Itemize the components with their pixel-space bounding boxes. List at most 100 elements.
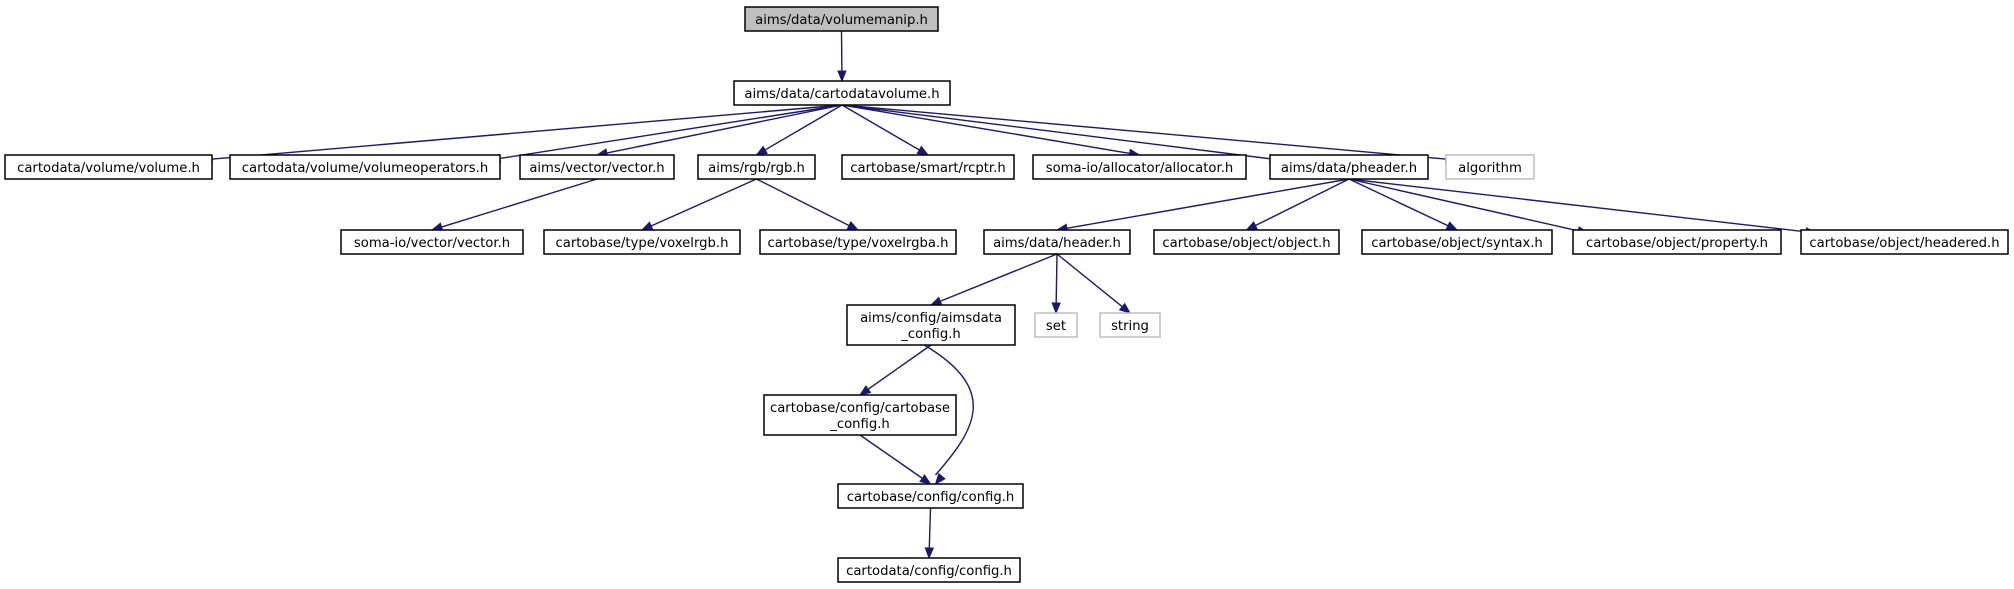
node-somavector[interactable]: soma-io/vector/vector.h	[340, 229, 524, 255]
arrowhead	[755, 145, 768, 156]
node-label: cartobase/object/headered.h	[1809, 236, 1999, 251]
node-aimsvector[interactable]: aims/vector/vector.h	[519, 154, 675, 180]
node-box	[983, 229, 1131, 255]
edge-line	[1348, 178, 1808, 233]
node-label: cartodata/config/config.h	[846, 564, 1012, 579]
node-box	[733, 80, 951, 106]
edge-line	[939, 253, 1058, 303]
node-label: cartodata/volume/volumeoperators.h	[242, 161, 488, 176]
node-syntax[interactable]: cartobase/object/syntax.h	[1361, 229, 1553, 255]
edge-line	[841, 104, 921, 152]
node-label: cartobase/type/voxelrgb.h	[556, 236, 729, 251]
node-property[interactable]: cartobase/object/property.h	[1572, 229, 1782, 255]
node-label: soma-io/vector/vector.h	[354, 236, 510, 251]
node-box	[763, 394, 957, 436]
node-label: cartobase/config/config.h	[847, 490, 1015, 505]
arrowhead	[919, 474, 932, 485]
nodes-layer: aims/data/volumemanip.h aims/data/cartoda…	[4, 6, 2009, 583]
edge-pheader-to-object	[1245, 178, 1350, 231]
edge-line	[763, 104, 843, 152]
edge-cartodatavolume-to-rgb	[755, 104, 843, 156]
node-rgb[interactable]: aims/rgb/rgb.h	[697, 154, 816, 180]
arrowhead	[1445, 221, 1459, 231]
node-box	[519, 154, 675, 180]
edge-line	[923, 344, 974, 476]
node-box	[1361, 229, 1553, 255]
edge-pheader-to-syntax	[1348, 178, 1459, 231]
node-cartodataconfig[interactable]: cartodata/config/config.h	[837, 557, 1021, 583]
edge-line	[928, 507, 932, 550]
arrowhead	[934, 472, 946, 486]
arrowhead	[916, 145, 930, 156]
node-aimsdataconfig[interactable]: aims/config/aimsdata_config.h	[846, 304, 1016, 346]
edge-volumemanip-to-cartodatavolume	[837, 30, 847, 83]
node-label: cartobase/object/property.h	[1586, 236, 1768, 251]
edge-line	[440, 178, 598, 229]
node-box	[697, 154, 816, 180]
node-voxelrgba[interactable]: cartobase/type/voxelrgba.h	[759, 229, 957, 255]
edge-aimsdataconfig-to-config	[923, 344, 974, 486]
node-algorithm: algorithm	[1445, 154, 1535, 180]
node-label: aims/vector/vector.h	[529, 161, 664, 176]
arrowhead	[858, 385, 872, 396]
edge-pheader-to-property	[1348, 178, 1590, 236]
arrowhead	[1245, 221, 1259, 231]
edge-line	[1348, 178, 1580, 232]
edge-line	[1055, 253, 1058, 305]
node-box	[837, 483, 1024, 509]
edge-config-to-cartodataconfig	[924, 507, 935, 560]
edge-header-to-aimsdataconfig	[929, 253, 1058, 306]
edge-pheader-to-headered	[1348, 178, 1818, 237]
edge-cartodatavolume-to-volumeoperators	[488, 104, 843, 164]
node-label: aims/data/header.h	[993, 236, 1121, 251]
arrowhead	[1051, 302, 1061, 315]
node-config[interactable]: cartobase/config/config.h	[837, 483, 1024, 509]
node-string: string	[1099, 312, 1161, 338]
edge-cartodatavolume-to-rcptr	[841, 104, 930, 156]
node-pheader[interactable]: aims/data/pheader.h	[1269, 154, 1429, 180]
node-label: cartobase/object/object.h	[1162, 236, 1330, 251]
edge-line	[1348, 178, 1450, 227]
node-volumemanip[interactable]: aims/data/volumemanip.h	[744, 6, 939, 32]
edge-line	[841, 104, 1448, 160]
arrowhead	[1118, 302, 1132, 314]
node-box	[1445, 154, 1535, 180]
node-label: _config.h	[900, 327, 961, 342]
node-voxelrgb[interactable]: cartobase/type/voxelrgb.h	[543, 229, 741, 255]
edge-rgb-to-voxelrgba	[756, 178, 860, 231]
node-header[interactable]: aims/data/header.h	[983, 229, 1131, 255]
node-box	[1099, 312, 1161, 338]
node-box	[841, 154, 1015, 180]
node-volumeoperators[interactable]: cartodata/volume/volumeoperators.h	[229, 154, 501, 180]
node-box	[1034, 312, 1078, 338]
node-label: aims/data/volumemanip.h	[755, 13, 928, 28]
node-box	[543, 229, 741, 255]
node-object[interactable]: cartobase/object/object.h	[1153, 229, 1340, 255]
arrowhead	[846, 221, 860, 231]
edge-header-to-set	[1051, 253, 1061, 315]
node-headered[interactable]: cartobase/object/headered.h	[1800, 229, 2009, 255]
node-cartobaseconfig[interactable]: cartobase/config/cartobase_config.h	[763, 394, 957, 436]
node-box	[837, 557, 1021, 583]
edge-line	[1254, 178, 1350, 227]
node-rcptr[interactable]: cartobase/smart/rcptr.h	[841, 154, 1015, 180]
arrowhead	[929, 296, 943, 306]
node-label: soma-io/allocator/allocator.h	[1046, 161, 1234, 176]
node-label: cartobase/smart/rcptr.h	[850, 161, 1005, 176]
node-box	[759, 229, 957, 255]
edge-aimsvector-to-somavector	[430, 178, 598, 232]
edge-cartodatavolume-to-pheader	[841, 104, 1282, 164]
edge-pheader-to-header	[1055, 178, 1350, 233]
node-cartodatavolume[interactable]: aims/data/cartodatavolume.h	[733, 80, 951, 106]
node-set: set	[1034, 312, 1078, 338]
node-volume[interactable]: cartodata/volume/volume.h	[4, 154, 213, 180]
edge-line	[210, 104, 843, 160]
edge-line	[841, 104, 1131, 155]
node-allocator[interactable]: soma-io/allocator/allocator.h	[1032, 154, 1247, 180]
edge-line	[649, 178, 757, 227]
node-box	[4, 154, 213, 180]
node-label: cartodata/volume/volume.h	[17, 161, 200, 176]
edge-line	[605, 104, 843, 154]
edge-line	[1065, 178, 1350, 230]
